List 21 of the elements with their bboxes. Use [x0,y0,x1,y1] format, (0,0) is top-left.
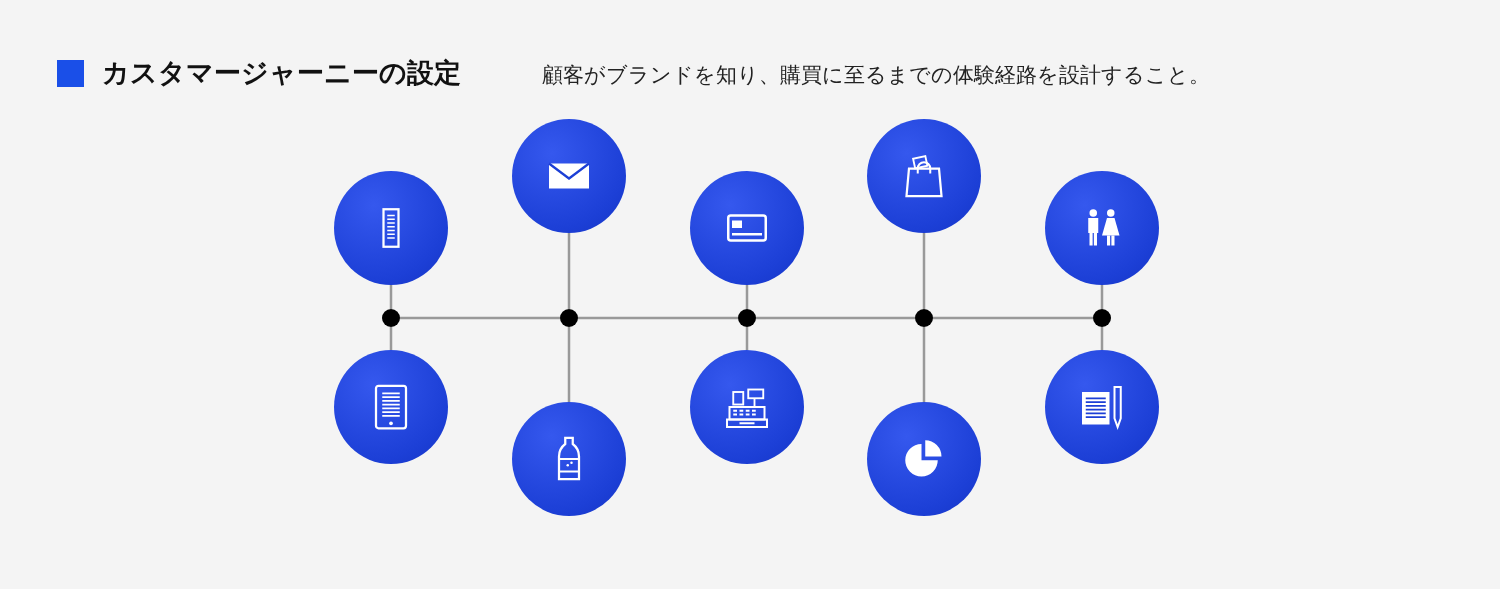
connector-line [745,327,749,350]
connector-line [400,316,560,320]
title: カスタマージャーニーの設定 [102,56,461,90]
connector-line [1100,285,1104,309]
connector-line [567,233,571,309]
junction-dot [738,309,756,327]
connector-line [922,233,926,309]
connector-line [567,327,571,402]
connector-line [922,327,926,402]
junction-dot [560,309,578,327]
connector-line [389,285,393,309]
junction-dot [1093,309,1111,327]
junction-dot [915,309,933,327]
connector-line [389,327,393,350]
connector-line [1100,327,1104,350]
subtitle: 顧客がブランドを知り、購買に至るまでの体験経路を設計すること。 [542,62,1210,89]
connector-line [745,285,749,309]
connector-line [578,316,738,320]
connector-line [933,316,1093,320]
junction-dot [382,309,400,327]
connector-line [756,316,915,320]
